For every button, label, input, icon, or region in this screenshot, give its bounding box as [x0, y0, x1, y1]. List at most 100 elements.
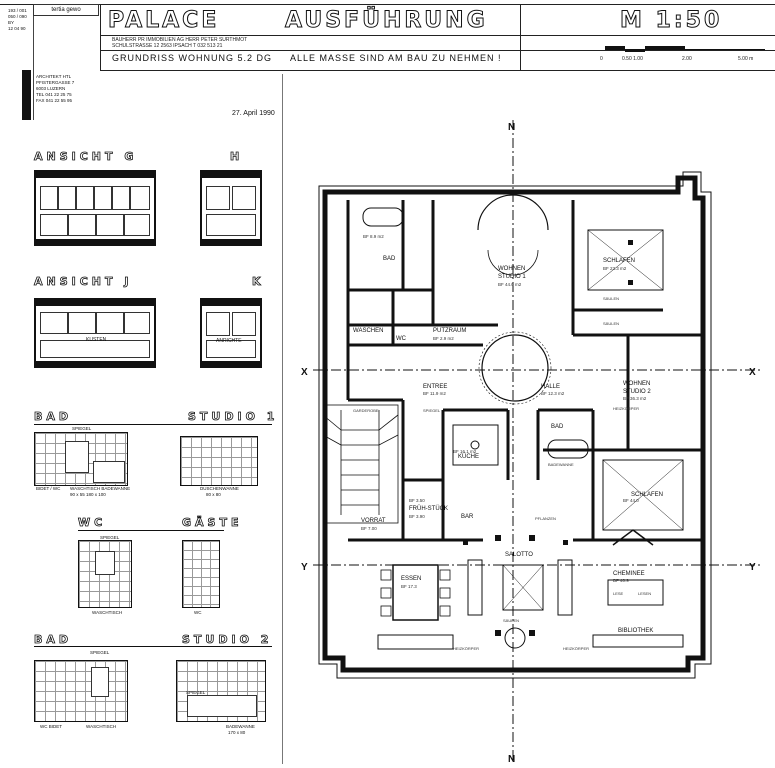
architect-line: 6003 LUZERN: [36, 86, 66, 91]
outer-walls: [318, 171, 712, 679]
detail-label: SÄULEN: [503, 618, 519, 623]
floor-plan: N N X X Y Y BAD WOHNEN STUDIO 1 SCHLAFEN…: [301, 120, 763, 765]
detail-label: PFLANZEN: [535, 516, 556, 521]
view-title-studio1: STUDIO 1: [188, 410, 279, 424]
detail-label: SPIEGEL: [423, 408, 441, 413]
section-mark-y-right: Y: [749, 562, 756, 573]
bathtub-1: [362, 207, 404, 227]
label-wc-spiegel: SPIEGEL: [100, 535, 120, 540]
detail-label: LESE: [613, 591, 624, 596]
label-kusten: KUSTEN: [86, 337, 107, 343]
elevation-bad1-b: [180, 436, 258, 486]
site-note: ALLE MASSE SIND AM BAU ZU NEHMEN !: [290, 53, 502, 63]
elevation-wc-a: [78, 540, 132, 608]
area-label: BF 40.9: [613, 578, 629, 583]
elevation-k: ANRICHTE: [200, 298, 262, 368]
scale-tick-1: 0.50 1.00: [622, 56, 643, 62]
stamp-line: 050 / 090: [8, 14, 27, 19]
area-label: BF 7.00: [361, 526, 377, 531]
bathtub-2: [547, 439, 589, 459]
room-fruehstueck: FRÜH-STÜCK: [409, 505, 448, 512]
section-rule: [34, 646, 272, 647]
detail-label: SÄULEN: [603, 296, 619, 301]
header-top-rule: [0, 4, 775, 5]
stamp-vertical-logo: [22, 70, 31, 120]
label-dusche-dim: 80 x 80: [206, 492, 221, 497]
area-label: BF 11.9 m2: [423, 391, 446, 396]
architect-line: TEL 041 22 25 75: [36, 92, 72, 97]
room-schlafen-1: SCHLAFEN: [603, 258, 635, 264]
room-studio-1: STUDIO 1: [498, 274, 526, 280]
room-studio-2: STUDIO 2: [623, 389, 651, 395]
header-bottom-rule: [100, 70, 775, 71]
columns: [463, 240, 633, 636]
label-wc: WC: [194, 610, 202, 615]
scale-tick-0: 0: [600, 56, 603, 62]
view-title-j: ANSICHT J: [34, 275, 133, 289]
detail-label: BADEWANNE: [548, 462, 574, 467]
header-mid-rule-2: [100, 50, 775, 51]
area-label: BF 8.9 m2: [363, 234, 384, 239]
label-bidet-wc: BIDET / WC: [36, 486, 61, 491]
area-label: BF 44.0: [623, 498, 639, 503]
room-bar: BAR: [461, 514, 474, 520]
client-line-1: BAUHERR PR IMMOBILIEN AG HERR PETER SURT…: [112, 37, 248, 43]
elevation-h: [200, 170, 262, 246]
client-line-2: SCHULSTRASSE 12 2563 IPSACH T 032 513 21: [112, 43, 223, 49]
sheet-divider: [282, 74, 283, 764]
area-label: BF 36.3 m2: [623, 396, 647, 401]
detail-labels: HEIZKÖRPER HEIZKÖRPER HEIZKÖRPER SÄULEN …: [353, 296, 651, 651]
architect-line: FAX 041 22 55 95: [36, 98, 73, 103]
section-mark-n-top: N: [508, 122, 515, 133]
area-label: BF 3.90: [409, 514, 425, 519]
room-waschen: WASCHEN: [353, 328, 383, 334]
room-wohnen-1: WOHNEN: [498, 266, 525, 272]
architect-line: ARCHITEKT HTL: [36, 74, 72, 79]
room-bad-1: BAD: [383, 256, 396, 262]
label-badewanne-dim: 170 x 80: [228, 730, 246, 735]
room-cheminee: CHEMINEE: [613, 571, 645, 577]
detail-label: HEIZKÖRPER: [613, 406, 639, 411]
room-bibliothek: BIBLIOTHEK: [618, 628, 653, 634]
section-rule: [34, 424, 272, 425]
header-divider: [100, 4, 101, 70]
section-mark-x-left: X: [301, 367, 308, 378]
room-bad-2: BAD: [551, 424, 564, 430]
label-bad2-spiegel: SPIEGEL: [186, 690, 206, 695]
label-bad2-waschtisch: WASCHTISCH: [86, 724, 117, 729]
room-putzraum: PUTZRAUM: [433, 328, 466, 334]
bookshelf: [592, 634, 684, 648]
stamp-rule: [33, 16, 34, 120]
section-rule: [78, 530, 224, 531]
salotto-round-table: [504, 627, 526, 649]
header-scale-divider: [520, 4, 521, 70]
plan-subtitle: GRUNDRISS WOHNUNG 5.2 DG: [112, 53, 273, 63]
title-palace: PALACE: [107, 8, 220, 34]
area-label: BF 17.3: [401, 584, 417, 589]
sideboard: [377, 634, 454, 650]
area-label: BF 3.50: [409, 498, 425, 503]
detail-label: SÄULEN: [603, 321, 619, 326]
title-block: PALACE AUSFÜHRUNG M 1:50 BAUHERR PR IMMO…: [0, 0, 775, 71]
client-info: BAUHERR PR IMMOBILIEN AG HERR PETER SURT…: [112, 37, 282, 49]
stamp-line: BY: [8, 20, 15, 25]
elevation-g: [34, 170, 156, 246]
view-title-k: K: [252, 275, 265, 289]
label-duschenwanne: DUSCHENWANNE: [200, 486, 239, 491]
sofa-right: [557, 559, 573, 616]
section-mark-x-right: X: [749, 367, 756, 378]
header-mid-rule: [100, 35, 775, 36]
label-wc-bidet: WC BIDET: [40, 724, 62, 729]
view-title-g: ANSICHT G: [34, 150, 138, 164]
detail-label: LESEN: [638, 591, 651, 596]
elevation-wc-b: [182, 540, 220, 608]
room-salotto: SALOTTO: [505, 552, 533, 558]
room-labels: BAD WOHNEN STUDIO 1 SCHLAFEN WASCHEN WC …: [353, 256, 663, 634]
detail-label: HEIZKÖRPER: [563, 646, 589, 651]
stamp-line: 12 04 90: [8, 26, 26, 31]
elevation-bad1-a: [34, 432, 128, 486]
label-bad2-spiegel-top: SPIEGEL: [90, 650, 110, 655]
view-title-gaeste: GÄSTE: [182, 516, 243, 530]
view-title-h: H: [230, 150, 244, 164]
elevation-bad2-a: [34, 660, 128, 722]
